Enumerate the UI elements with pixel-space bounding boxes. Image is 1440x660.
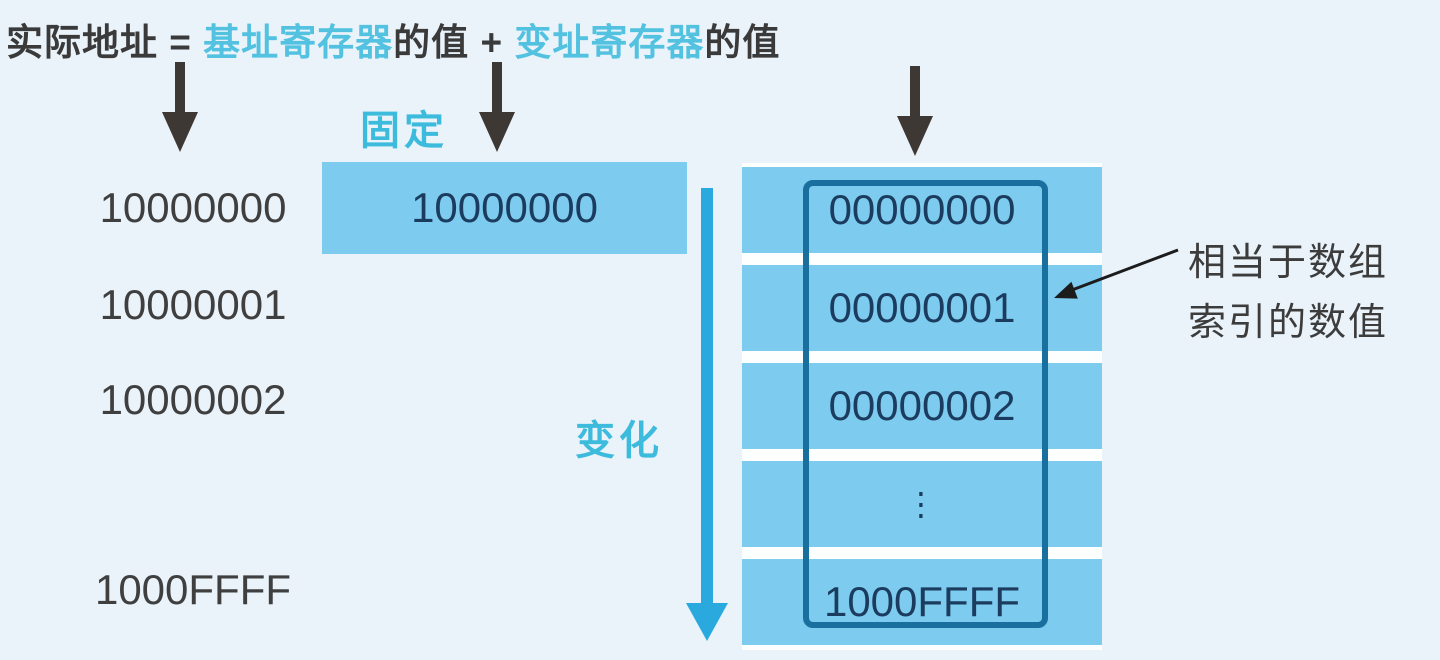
annotation-line1: 相当于数组 xyxy=(1188,242,1389,284)
down-arrow-icon xyxy=(162,62,198,152)
fixed-label: 固定 xyxy=(360,109,448,153)
annotation-text: 相当于数组 索引的数值 xyxy=(1188,233,1388,353)
address-label: 10000001 xyxy=(99,281,287,328)
down-arrow-icon xyxy=(897,66,933,156)
annotation-arrow-icon xyxy=(1054,248,1179,299)
equation-part-value-plus: 的值 + xyxy=(393,22,515,63)
equation-title: 实际地址 = 基址寄存器的值 + 变址寄存器的值 xyxy=(6,12,780,66)
address-label: 1000FFFF xyxy=(94,566,292,613)
varying-down-arrow-icon xyxy=(686,188,728,641)
equation-part-index-register: 变址寄存器 xyxy=(514,22,705,63)
varying-label: 变化 xyxy=(575,419,663,463)
equation-part-actual-address: 实际地址 = xyxy=(6,22,204,63)
address-label: 10000000 xyxy=(99,184,287,231)
equation-part-value: 的值 xyxy=(704,22,781,63)
base-register-box: 10000000 xyxy=(322,162,687,254)
equation-part-base-register: 基址寄存器 xyxy=(203,22,394,63)
index-values-outline xyxy=(803,180,1048,628)
down-arrow-icon xyxy=(479,62,515,152)
address-label: 10000002 xyxy=(99,376,287,423)
annotation-line2: 索引的数值 xyxy=(1188,302,1389,344)
